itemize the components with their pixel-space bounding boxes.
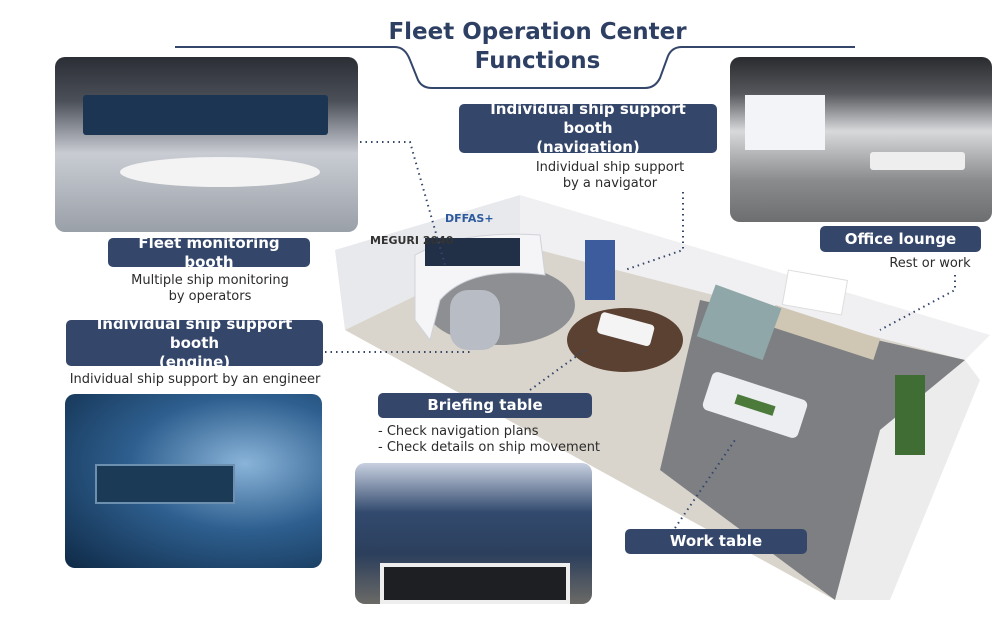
plants-wall bbox=[895, 375, 925, 455]
screen-array bbox=[95, 464, 235, 504]
office-lounge-label: Office lounge bbox=[820, 226, 981, 252]
desc-line: Multiple ship monitoring bbox=[131, 273, 289, 288]
monitor-wall bbox=[83, 95, 328, 135]
logo-meguri: MEGURI 2040 bbox=[370, 234, 454, 247]
label-line: (engine) bbox=[158, 352, 231, 371]
engine-booth-desc: Individual ship support by an engineer bbox=[69, 372, 321, 387]
curtain-wall bbox=[835, 360, 980, 600]
projection-screen bbox=[745, 95, 825, 150]
fleet-screens bbox=[425, 238, 520, 266]
work-table-label: Work table bbox=[625, 529, 807, 554]
back-right-wall bbox=[520, 195, 990, 360]
label-line: Individual ship support booth bbox=[490, 100, 686, 137]
leader-fleet bbox=[360, 141, 446, 266]
engine-booth-label: Individual ship support booth (engine) bbox=[66, 315, 323, 371]
lounge-table bbox=[870, 152, 965, 170]
title-bracket-line bbox=[175, 46, 855, 89]
label-line: Individual ship support booth bbox=[96, 314, 293, 352]
title-line-2: Functions bbox=[474, 48, 601, 74]
navigation-booth-desc: Individual ship support by a navigator bbox=[500, 160, 720, 192]
fleet-monitoring-label-text: Fleet monitoring booth bbox=[138, 233, 280, 271]
bullet-item: - Check navigation plans bbox=[378, 424, 539, 439]
title-line-1: Fleet Operation Center bbox=[388, 19, 687, 45]
briefing-table-top bbox=[597, 312, 655, 347]
desc-line: by operators bbox=[168, 289, 252, 304]
fleet-monitoring-label: Fleet monitoring booth bbox=[108, 234, 310, 271]
leader-briefing bbox=[529, 349, 586, 391]
engine-booth bbox=[450, 290, 500, 350]
partition bbox=[696, 284, 782, 361]
lounge-sofa bbox=[768, 305, 881, 360]
label-text: Work table bbox=[669, 532, 763, 550]
nav-booth bbox=[585, 240, 615, 300]
floor-plan: MEGURI 2040 DFFAS+ bbox=[335, 195, 990, 600]
briefing-table-desc: - Check navigation plans - Check details… bbox=[378, 424, 618, 456]
leader-lounge bbox=[879, 275, 956, 331]
desc-line: by a navigator bbox=[562, 176, 658, 191]
label-text: Briefing table bbox=[427, 396, 543, 414]
office-lounge-photo bbox=[730, 57, 992, 222]
label-text: Office lounge bbox=[844, 229, 957, 248]
planter bbox=[734, 394, 776, 416]
briefing-table-photo bbox=[355, 463, 592, 604]
fleet-monitoring-desc: Multiple ship monitoring by operators bbox=[110, 273, 310, 305]
bullet-item: - Check details on ship movement bbox=[378, 440, 601, 455]
touch-table bbox=[380, 563, 570, 604]
console-desk bbox=[120, 157, 320, 187]
page-title: Fleet Operation Center Functions bbox=[380, 18, 695, 76]
briefing-table-label: Briefing table bbox=[378, 393, 592, 418]
label-line: (navigation) bbox=[536, 138, 640, 156]
office-lounge-desc: Rest or work bbox=[889, 256, 971, 271]
leader-work bbox=[674, 439, 736, 529]
desc-line: Individual ship support bbox=[535, 160, 685, 175]
logo-dffas: DFFAS+ bbox=[445, 212, 494, 225]
whiteboard bbox=[781, 269, 849, 316]
navigation-booth-label: Individual ship support booth (navigatio… bbox=[459, 100, 717, 156]
fleet-monitoring-photo bbox=[55, 57, 358, 232]
engine-booth-photo bbox=[65, 394, 322, 568]
